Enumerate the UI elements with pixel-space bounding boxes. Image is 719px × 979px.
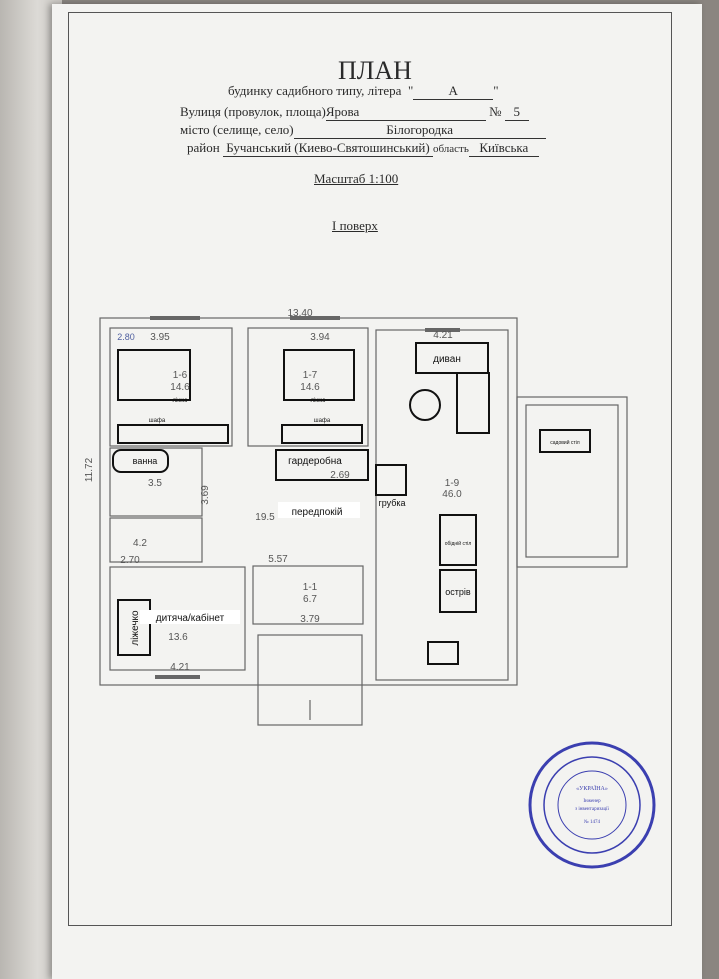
kids-area: 13.6 — [168, 632, 188, 643]
bathtub — [112, 449, 169, 473]
scale-text: Масштаб 1:100 — [314, 171, 399, 186]
dim-total-depth: 11.72 — [84, 457, 95, 482]
wardrobe-room — [275, 449, 369, 481]
dim-d3: 4.21 — [433, 330, 453, 341]
dining-table — [439, 514, 477, 566]
page-frame — [68, 12, 672, 926]
sofa-side — [456, 372, 490, 434]
dining-label: обідній стіл — [445, 540, 472, 547]
number-label: № — [489, 104, 502, 119]
bath-area: 3.5 — [148, 478, 162, 489]
svg-text:«УКРАЇНА»: «УКРАЇНА» — [576, 785, 608, 792]
room-1-1-id: 1-1 — [303, 582, 318, 593]
room-1-9-id: 1-9 — [445, 478, 460, 489]
region-label: область — [432, 143, 469, 155]
svg-text:Інженер: Інженер — [583, 799, 601, 804]
wardrobe-2 — [281, 424, 363, 444]
room-1-7-area: 14.6 — [300, 382, 320, 393]
terrace-table-label: садовий стіл — [550, 439, 580, 446]
dim-d2: 3.94 — [310, 332, 330, 343]
plan-walls — [99, 316, 628, 726]
official-stamp: «УКРАЇНА» Інженер з інвентаризації № 147… — [528, 741, 656, 869]
dim-d7: 5.57 — [268, 554, 288, 565]
sink — [427, 641, 459, 665]
wardrobe-room-label: гардеробна — [288, 455, 342, 467]
room-1-6-id: 1-6 — [173, 370, 188, 381]
wardrobe-1 — [117, 424, 229, 444]
dim-total-width: 13.40 — [287, 308, 312, 319]
street-line: Вулиця (провулок, площа)Ярова № 5 — [180, 104, 529, 121]
island-label: острів — [445, 587, 471, 597]
bed-2 — [283, 349, 355, 401]
doc-title: ПЛАН — [338, 56, 412, 85]
dim-d4: 2.69 — [330, 470, 350, 481]
bed-1 — [117, 349, 191, 401]
svg-text:№ 1474: № 1474 — [584, 819, 601, 825]
corridor-area: 19.5 — [255, 512, 275, 523]
subtitle: будинку садибного типу, літера "А" — [228, 83, 499, 100]
stove-box — [375, 464, 407, 496]
kids-room-label: дитяча/кабінет — [156, 612, 225, 624]
bed-2-label: ліжко — [311, 398, 327, 404]
sofa-back — [415, 342, 489, 374]
svg-text:з інвентаризації: з інвентаризації — [575, 807, 609, 812]
region-value: Київська — [468, 140, 539, 157]
bed-1-label: ліжко — [173, 398, 189, 404]
district-value: Бучанський (Киево-Святошинський) — [222, 140, 433, 157]
dim-d5: 3.69 — [200, 485, 211, 505]
room-1-1-area: 6.7 — [303, 594, 317, 605]
letter-value: А — [413, 83, 494, 100]
sofa-label: диван — [433, 354, 461, 365]
wardrobe-1-label: шафа — [149, 418, 166, 424]
dim-d10: 2.80 — [117, 332, 135, 342]
page-binding — [0, 0, 62, 979]
dim-d9: 4.21 — [170, 662, 190, 673]
floor-text: I поверх — [332, 218, 378, 233]
room-1-7-id: 1-7 — [303, 370, 318, 381]
furniture — [112, 342, 591, 665]
laundry-area: 4.2 — [133, 538, 147, 549]
dim-d6: 2.70 — [120, 555, 140, 566]
stove-label: грубка — [378, 498, 405, 508]
crib-label: ліжечко — [130, 610, 141, 646]
dim-d8: 3.79 — [300, 614, 320, 625]
street-value: Ярова — [325, 104, 486, 121]
district-label: район — [187, 140, 220, 155]
crib — [117, 599, 151, 656]
island — [439, 569, 477, 613]
coffee-table — [409, 389, 441, 421]
district-line: район Бучанський (Киево-Святошинський)об… — [187, 140, 539, 157]
room-1-6-area: 14.6 — [170, 382, 190, 393]
city-label: місто (селище, село) — [180, 122, 294, 137]
city-line: місто (селище, село)Білогородка — [180, 122, 546, 139]
number-value: 5 — [504, 104, 529, 121]
wardrobe-2-label: шафа — [314, 418, 331, 424]
street-label: Вулиця (провулок, площа) — [180, 104, 326, 119]
subtitle-text: будинку садибного типу, літера — [228, 83, 402, 98]
hall-label: передпокій — [292, 507, 343, 518]
city-value: Білогородка — [293, 122, 546, 139]
room-1-9-area: 46.0 — [442, 489, 462, 500]
bath-label: ванна — [133, 456, 158, 466]
dim-d1: 3.95 — [150, 332, 170, 343]
terrace-table — [539, 429, 591, 453]
